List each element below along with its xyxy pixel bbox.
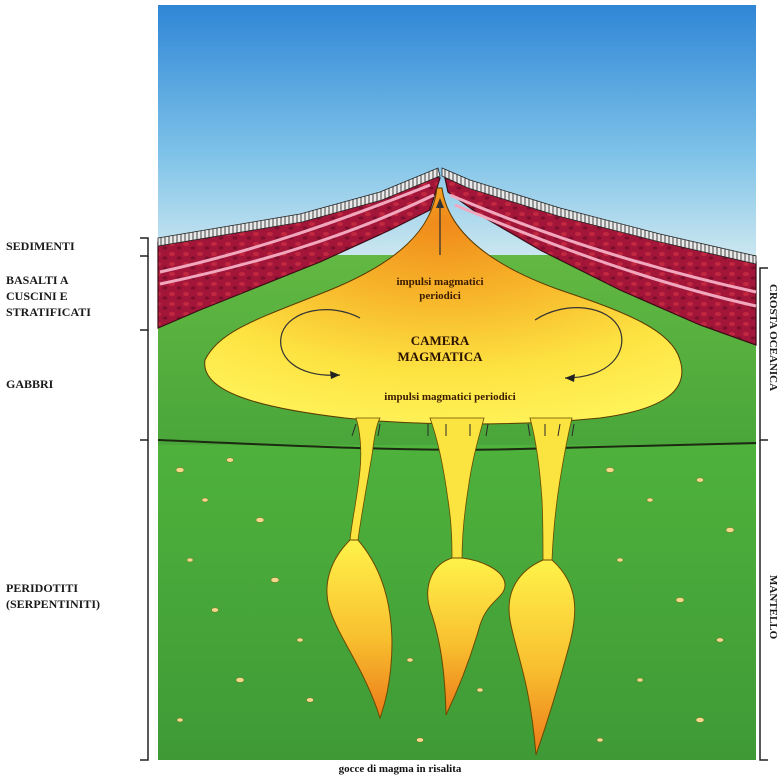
label-crosta-oceanica: CROSTA OCEANICA: [767, 284, 779, 391]
text-camera-magmatica: CAMERA MAGMATICA: [370, 333, 510, 365]
label-mantello: MANTELLO: [767, 575, 779, 639]
label-sedimenti: SEDIMENTI: [6, 238, 75, 254]
label-peridotiti: PERIDOTITI (SERPENTINITI): [6, 580, 100, 612]
label-basalti: BASALTI A CUSCINI E STRATIFICATI: [6, 272, 91, 320]
caption: gocce di magma in risalita: [330, 763, 470, 775]
text-impulsi-top: impulsi magmatici periodici: [370, 275, 510, 303]
left-brackets: [140, 238, 148, 760]
text-impulsi-bottom: impulsi magmatici periodici: [350, 390, 550, 404]
label-gabbri: GABBRI: [6, 376, 53, 392]
